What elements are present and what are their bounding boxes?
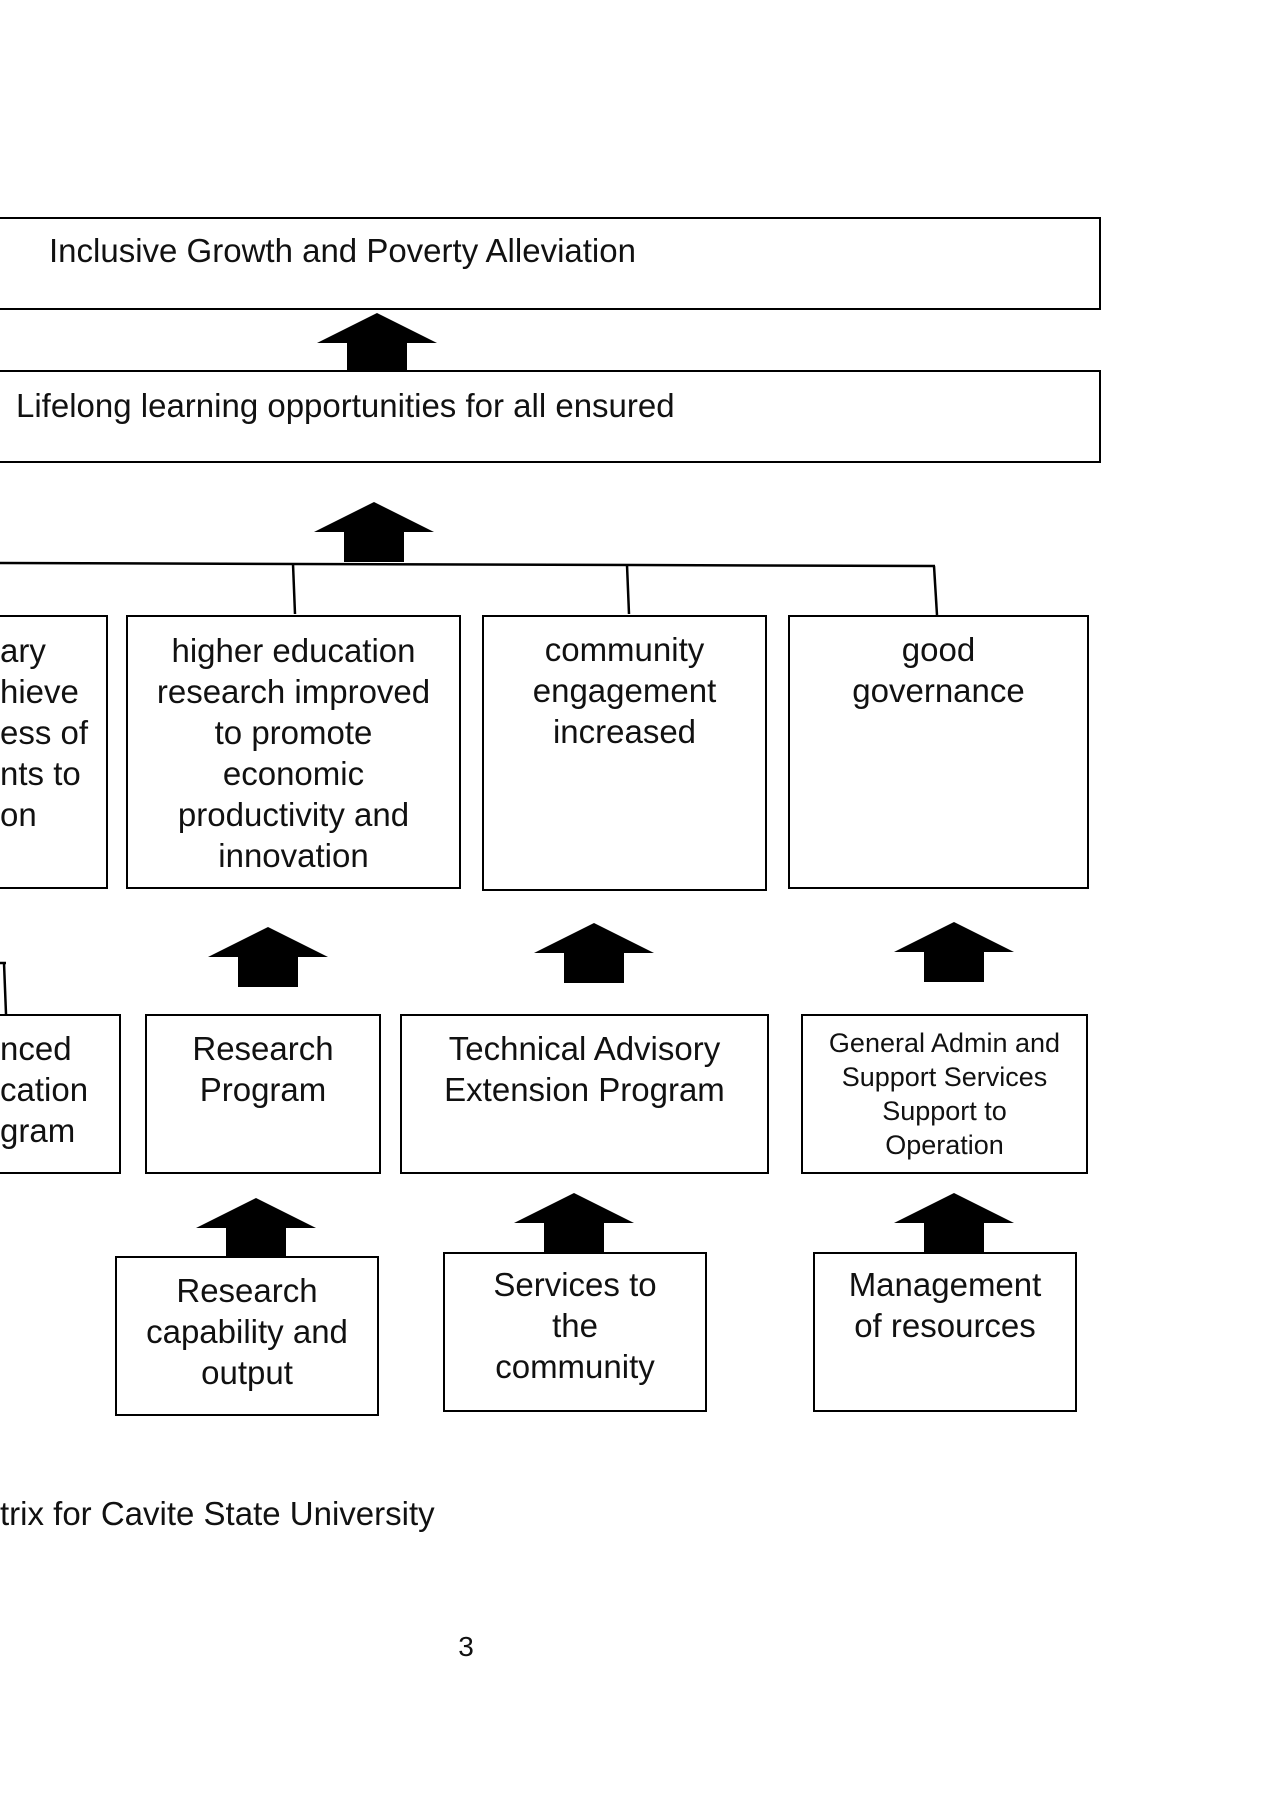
outcome-label-3: community engagement increased (532, 631, 717, 750)
connector-drop-4 (932, 565, 939, 616)
output-label-3: Management of resources (848, 1266, 1042, 1344)
up-arrow-icon (196, 1198, 316, 1258)
program-label-2: Research Program (192, 1030, 334, 1108)
outcome-box-4 (788, 615, 1089, 889)
output-label-1: Research capability and output (146, 1272, 348, 1391)
outcome-label-2: higher education research improved to pr… (156, 632, 431, 874)
output-box-2 (443, 1252, 707, 1412)
outcome-box-2 (126, 615, 461, 889)
outcome-label-1: ary hieve ess of nts to on (0, 632, 89, 833)
goal-box (0, 217, 1101, 310)
outcome-label-4: good governance (852, 631, 1025, 709)
connector-program-1-drop (2, 962, 8, 1015)
program-box-1 (0, 1014, 121, 1174)
output-box-3 (813, 1252, 1077, 1412)
sector-outcome-box (0, 370, 1101, 463)
up-arrow-icon (514, 1193, 634, 1253)
up-arrow-icon (894, 1193, 1014, 1253)
up-arrow-icon (894, 922, 1014, 982)
program-box-3 (400, 1014, 769, 1174)
figure-caption: trix for Cavite State University (0, 1495, 435, 1532)
sector-outcome-label: Lifelong learning opportunities for all … (16, 387, 675, 424)
connector-horizontal (0, 561, 936, 568)
program-label-4: General Admin and Support Services Suppo… (828, 1028, 1061, 1160)
up-arrow-icon (534, 923, 654, 983)
outcome-box-3 (482, 615, 767, 891)
output-label-2: Services to the community (493, 1266, 657, 1385)
output-box-1 (115, 1256, 379, 1416)
goal-label: Inclusive Growth and Poverty Alleviation (49, 232, 636, 269)
up-arrow-icon (317, 313, 437, 373)
outcome-box-1 (0, 615, 108, 889)
connector-drop-3 (625, 564, 631, 615)
up-arrow-icon (314, 502, 434, 562)
connector-drop-2 (291, 563, 297, 615)
program-label-1: nced cation gram (0, 1030, 89, 1149)
page-number: 3 (458, 1631, 474, 1662)
program-box-4 (801, 1014, 1088, 1174)
up-arrow-icon (208, 927, 328, 987)
program-box-2 (145, 1014, 381, 1174)
program-label-3: Technical Advisory Extension Program (444, 1030, 725, 1108)
